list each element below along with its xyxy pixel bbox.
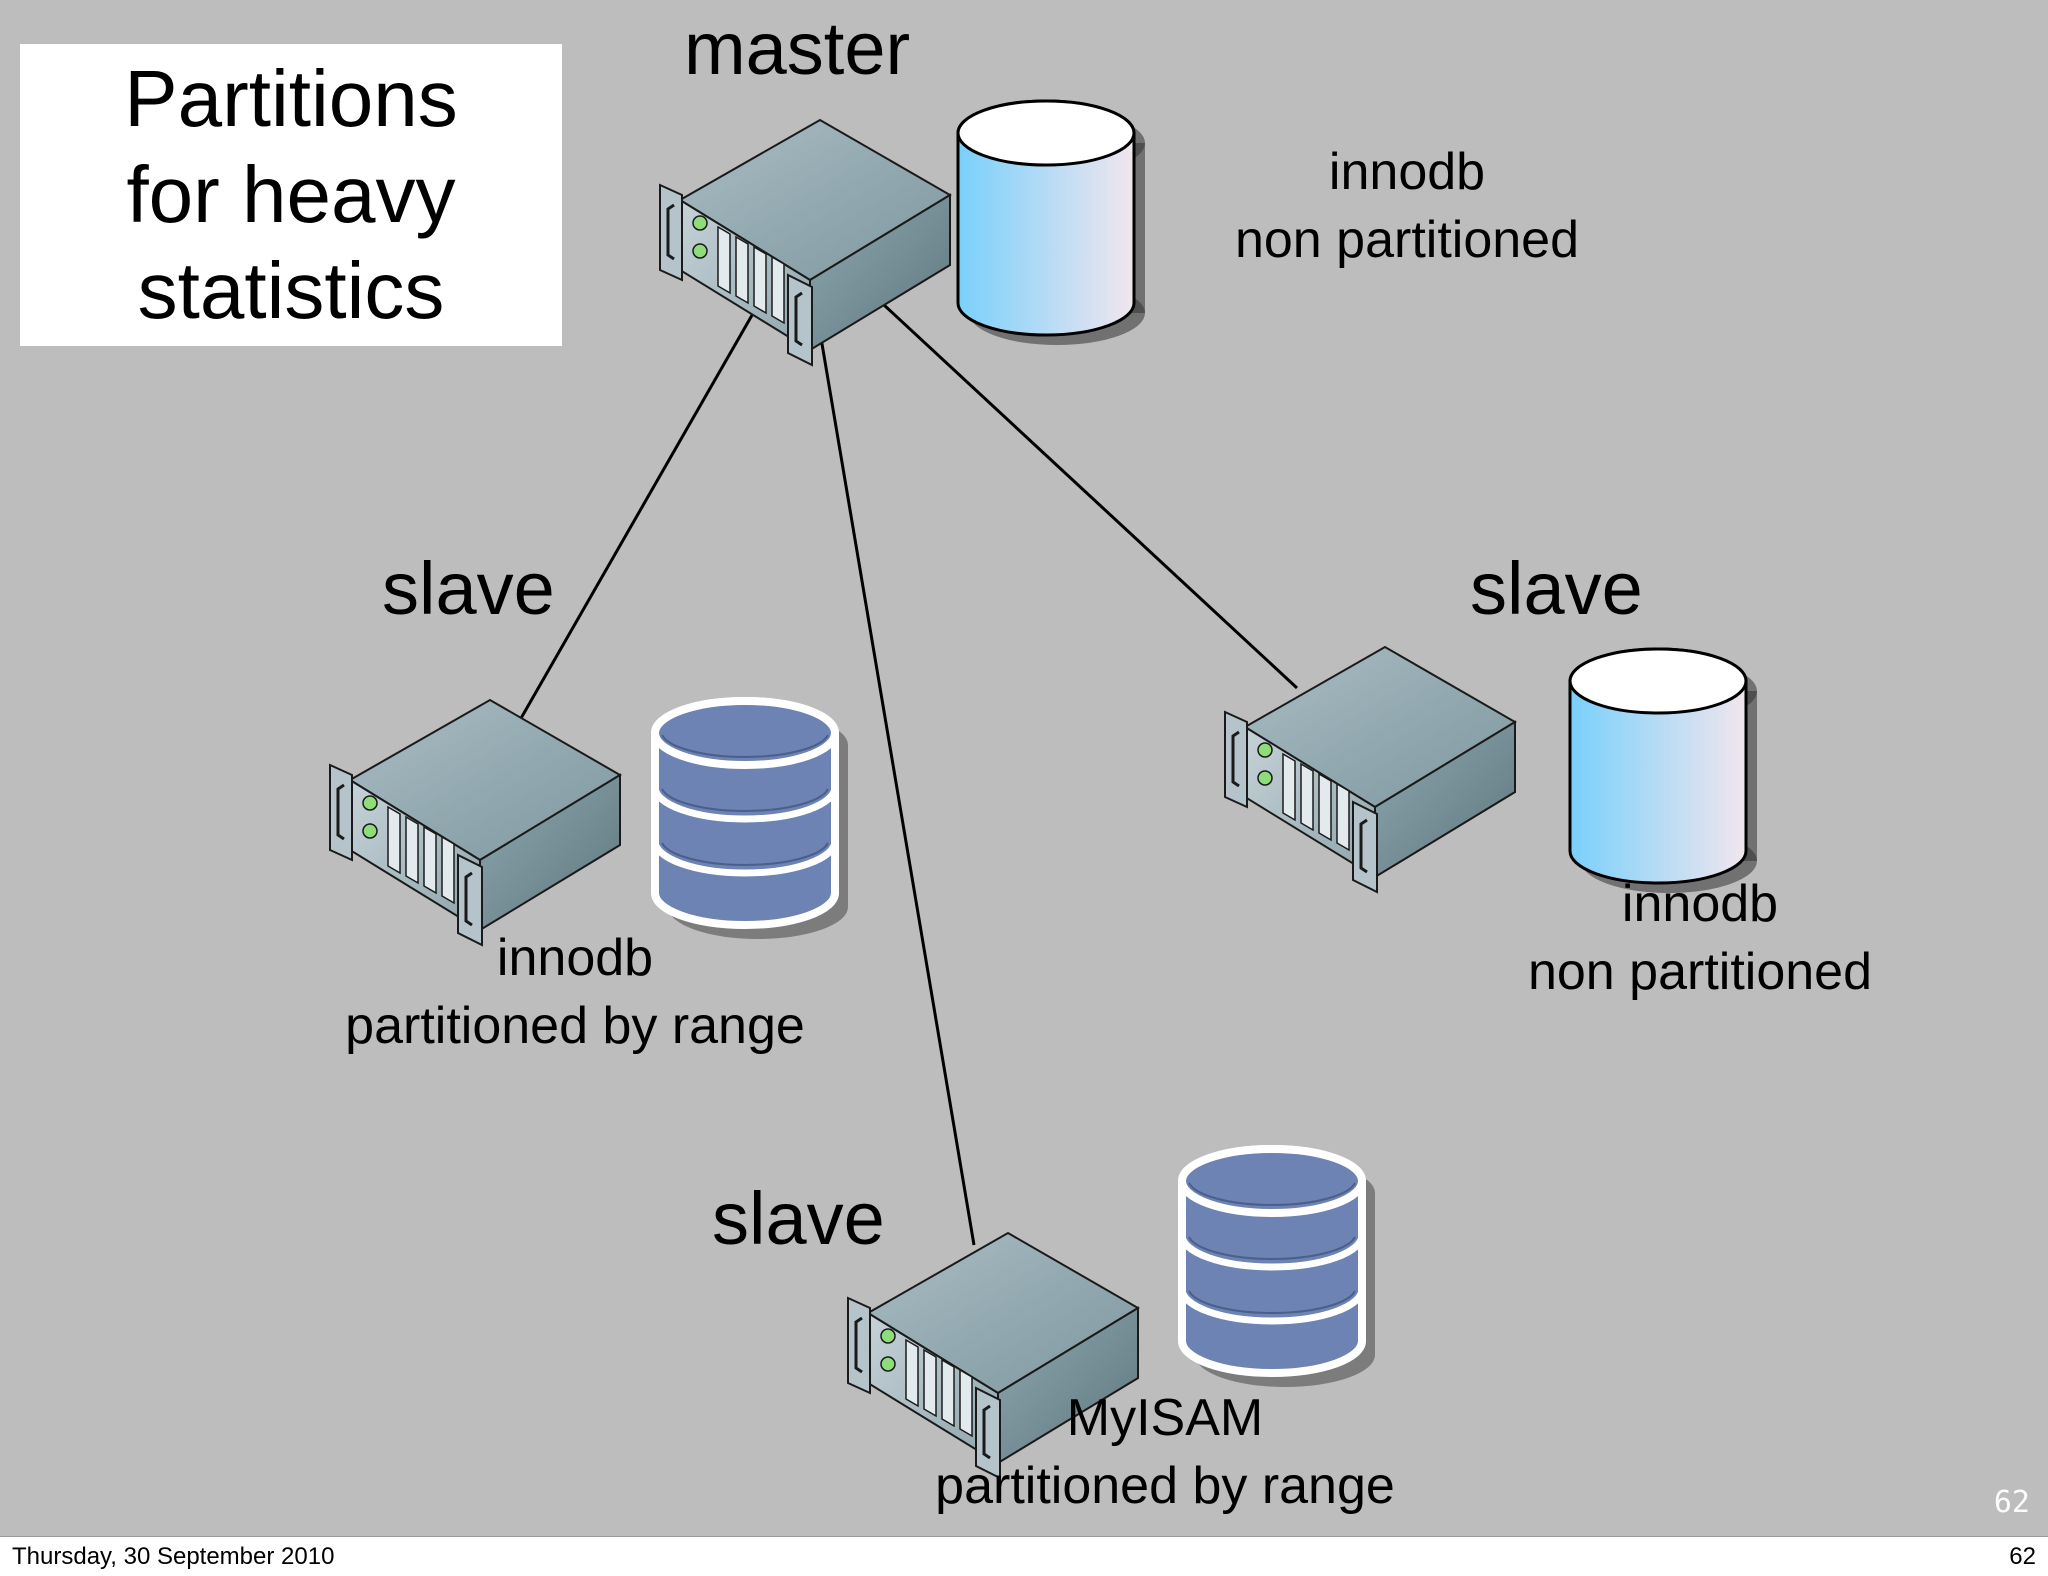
footer-date: Thursday, 30 September 2010: [12, 1543, 335, 1570]
footer-page-number: 62: [2009, 1543, 2036, 1570]
slave-right-server-icon: [1223, 645, 1517, 894]
slave-bottom-engine: MyISAM: [1066, 1389, 1264, 1447]
slide-number: 62: [1993, 1485, 2030, 1520]
master-engine: innodb: [1328, 143, 1486, 201]
link-master-slave-left: [518, 295, 765, 721]
slave-right-db-cylinder-icon: [1568, 647, 1759, 895]
link-master-slave-right: [868, 290, 1299, 690]
slave-left-engine: innodb: [496, 929, 654, 987]
slave-bottom-label: slave: [712, 1177, 885, 1260]
master-db-description: innodb non partitioned: [1207, 138, 1607, 274]
slide-title: Partitions for heavy statistics: [124, 54, 458, 335]
master-layout: non partitioned: [1234, 211, 1580, 269]
master-server-icon: [658, 118, 952, 367]
diagram-canvas: [328, 99, 1759, 1480]
slave-right-label: slave: [1470, 547, 1643, 630]
master-label: master: [684, 7, 911, 90]
slave-left-db-description: innodb partitioned by range: [325, 924, 825, 1060]
slave-bottom-layout: partitioned by range: [935, 1457, 1395, 1515]
slave-bottom-db-stack-icon: [1182, 1149, 1375, 1387]
master-db-cylinder-icon: [956, 99, 1147, 347]
slide: Partitions for heavy statistics master s…: [0, 0, 2048, 1536]
slave-left-layout: partitioned by range: [345, 997, 805, 1055]
slave-bottom-db-description: MyISAM partitioned by range: [915, 1384, 1415, 1520]
connection-lines: [518, 290, 1299, 1246]
link-master-slave-bottom: [816, 319, 976, 1246]
slave-right-db-description: innodb non partitioned: [1500, 870, 1900, 1006]
slave-left-label: slave: [382, 547, 555, 630]
slave-right-layout: non partitioned: [1527, 943, 1873, 1001]
slave-left-db-stack-icon: [655, 701, 848, 939]
slave-right-engine: innodb: [1621, 875, 1779, 933]
title-box: Partitions for heavy statistics: [20, 44, 562, 346]
slave-left-server-icon: [328, 698, 622, 947]
footer-bar: Thursday, 30 September 2010 62: [0, 1536, 2048, 1576]
